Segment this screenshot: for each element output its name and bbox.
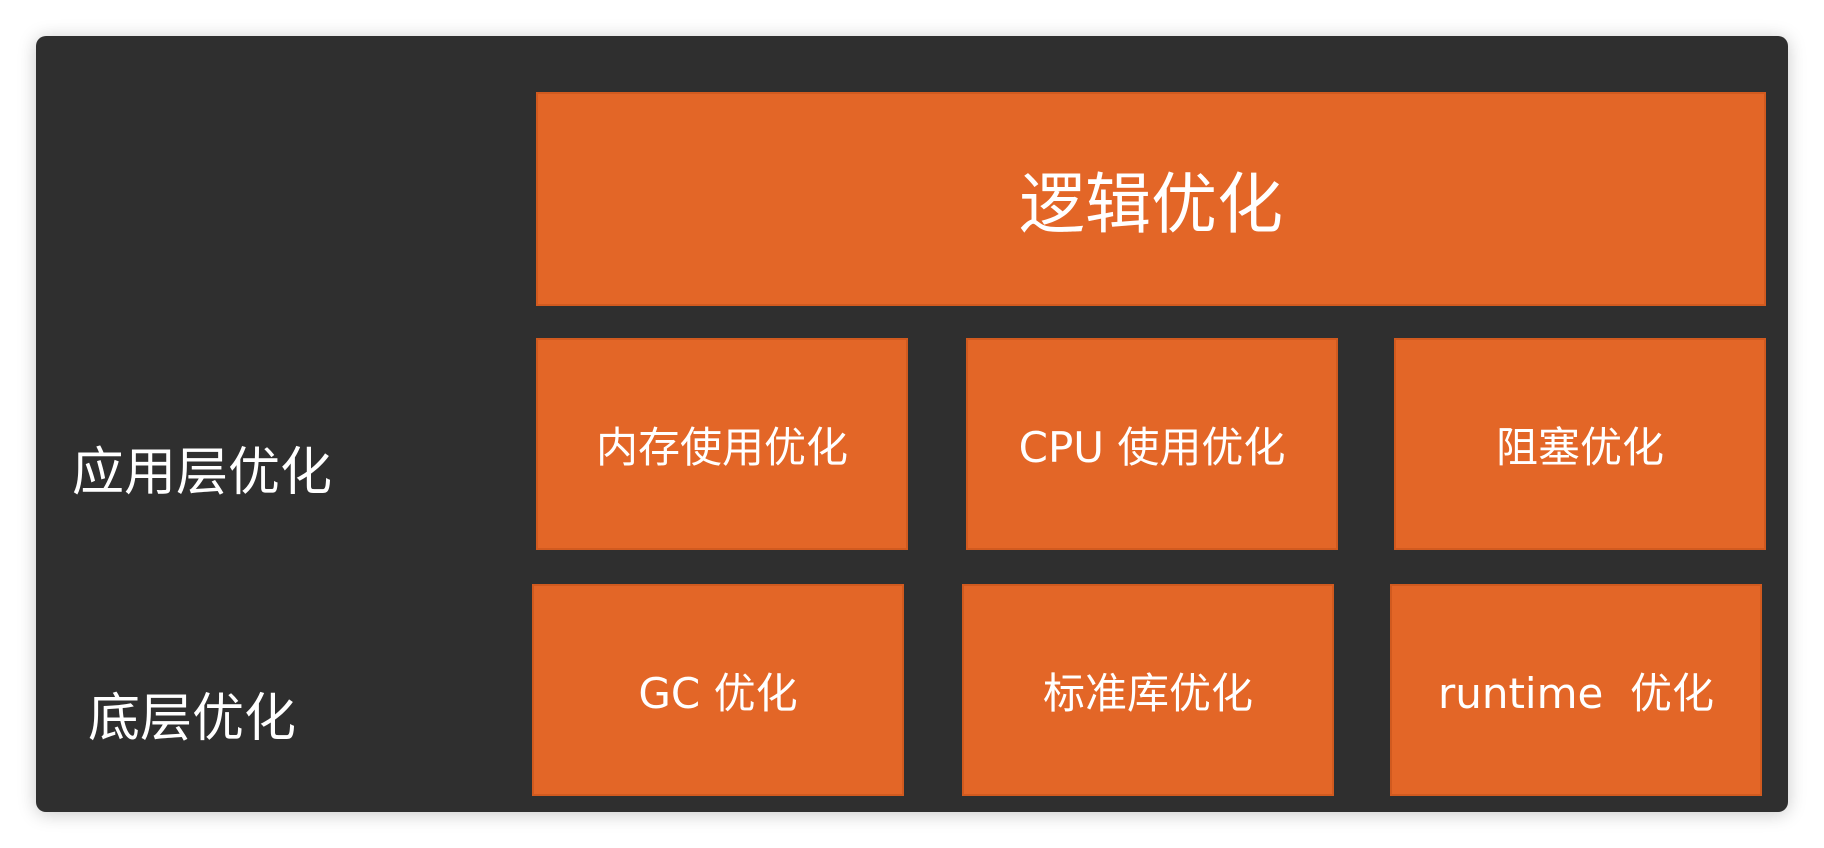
runtime-optimization-block: runtime 优化 bbox=[1390, 584, 1762, 796]
cpu-optimization-block: CPU 使用优化 bbox=[966, 338, 1338, 550]
diagram-panel: 应用层优化 底层优化 逻辑优化 内存使用优化 CPU 使用优化 阻塞优化 GC … bbox=[36, 36, 1788, 812]
memory-optimization-block: 内存使用优化 bbox=[536, 338, 908, 550]
blocking-optimization-block: 阻塞优化 bbox=[1394, 338, 1766, 550]
app-layer-label: 应用层优化 bbox=[72, 443, 333, 503]
gc-optimization-block: GC 优化 bbox=[532, 584, 904, 796]
stdlib-optimization-block: 标准库优化 bbox=[962, 584, 1334, 796]
logic-optimization-block: 逻辑优化 bbox=[536, 92, 1766, 306]
base-layer-label: 底层优化 bbox=[88, 689, 297, 749]
